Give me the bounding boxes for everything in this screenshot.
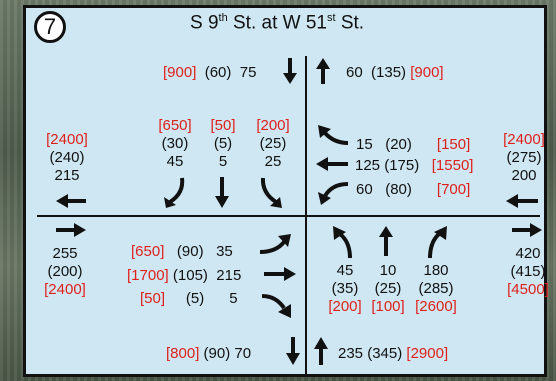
wb-through-volumes: 125 (175) [1550] xyxy=(355,157,474,174)
nb-right-volumes: 180(285)[2600] xyxy=(415,262,457,315)
west-outbound-arrow xyxy=(56,194,86,208)
north-inbound-volumes: [900] (60) 75 xyxy=(163,64,257,81)
nb-left-turn-arrow xyxy=(333,226,352,259)
wb-right-turn-arrow xyxy=(318,125,349,145)
east-west-street-line xyxy=(37,215,540,217)
eb-left-turn-arrow xyxy=(259,234,291,254)
sb-left-volumes: [650](30)45 xyxy=(158,117,192,170)
eb-right-volumes: [50] (5) 5 xyxy=(140,290,238,307)
intersection-title: S 9th St. at W 51st St. xyxy=(190,12,365,34)
east-outbound-arrow xyxy=(512,223,542,237)
west-inbound-arrow xyxy=(56,223,86,237)
eb-through-arrow xyxy=(264,267,296,281)
wb-left-turn-arrow xyxy=(318,182,349,205)
west-inbound-volumes: 255(200)[2400] xyxy=(44,245,86,298)
west-outbound-volumes: [2400](240)215 xyxy=(46,131,88,184)
sb-through-arrow xyxy=(215,177,229,208)
wb-left-volumes: 60 (80) [700] xyxy=(356,181,471,198)
north-inbound-arrow xyxy=(283,58,297,84)
intersection-number-badge: 7 xyxy=(34,11,66,43)
sb-right-volumes: [200](25)25 xyxy=(256,117,290,170)
south-outbound-volumes: [800] (90) 70 xyxy=(166,345,252,362)
north-outbound-arrow xyxy=(316,58,330,84)
nb-through-volumes: 10(25)[100] xyxy=(371,262,405,315)
east-inbound-arrow xyxy=(506,194,538,208)
eb-through-volumes: [1700] (105) 215 xyxy=(127,267,242,284)
eb-right-turn-arrow xyxy=(261,294,291,318)
south-inbound-volumes: 235 (345) [2900] xyxy=(338,345,449,362)
eb-left-volumes: [650] (90) 35 xyxy=(131,243,233,260)
south-outbound-arrow xyxy=(286,337,300,365)
sb-left-turn-arrow xyxy=(164,177,185,208)
sb-right-turn-arrow xyxy=(260,177,282,208)
nb-left-volumes: 45(35)[200] xyxy=(328,262,362,315)
nb-through-arrow xyxy=(379,226,393,256)
north-outbound-volumes: 60 (135) [900] xyxy=(346,64,444,81)
wb-through-arrow xyxy=(316,157,348,171)
east-outbound-volumes-lower: 420(415)[4500] xyxy=(507,245,549,298)
wb-right-volumes: 15 (20) [150] xyxy=(356,136,471,153)
nb-right-turn-arrow xyxy=(428,226,447,259)
sb-through-volumes: [50](5)5 xyxy=(210,117,236,170)
east-outbound-volumes: [2400](275)200 xyxy=(503,131,545,184)
south-inbound-arrow xyxy=(314,337,328,365)
